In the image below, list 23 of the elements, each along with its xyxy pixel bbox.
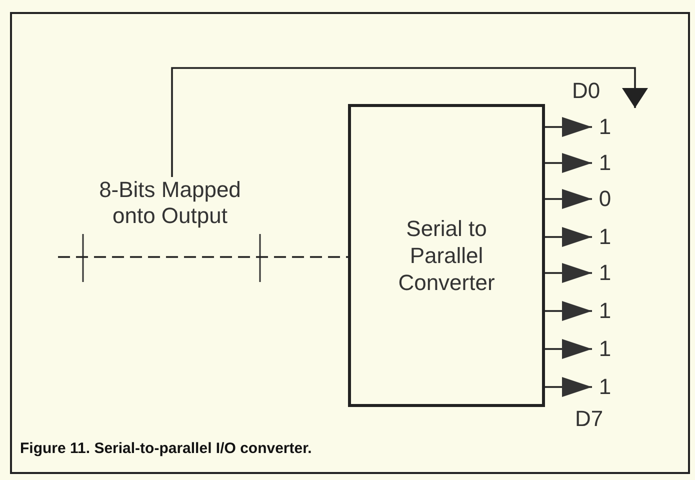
bit-value: 1 <box>594 336 616 362</box>
arrow <box>545 189 592 209</box>
pin-label: D0 <box>572 78 600 104</box>
pin-label: D7 <box>575 406 604 432</box>
bit-value: 1 <box>594 150 616 176</box>
arrow <box>545 339 592 359</box>
arrow <box>171 67 648 177</box>
arrow <box>545 301 592 321</box>
bit-value: 0 <box>594 186 616 212</box>
arrow <box>545 377 592 397</box>
converter-box: Serial to Parallel Converter <box>348 104 545 407</box>
arrow <box>545 227 592 247</box>
figure-caption: Figure 11. Serial-to-parallel I/O converter. <box>20 439 312 459</box>
arrow <box>545 153 592 173</box>
bit-value: 1 <box>594 374 616 400</box>
bit-value: 1 <box>594 260 616 286</box>
arrow <box>545 117 592 137</box>
arrow <box>545 263 592 283</box>
bits-note: 8-Bits Mapped onto Output <box>60 177 280 229</box>
bit-value: 1 <box>594 114 616 140</box>
bit-value: 1 <box>594 224 616 250</box>
dashed-line <box>58 256 348 258</box>
bit-value: 1 <box>594 298 616 324</box>
